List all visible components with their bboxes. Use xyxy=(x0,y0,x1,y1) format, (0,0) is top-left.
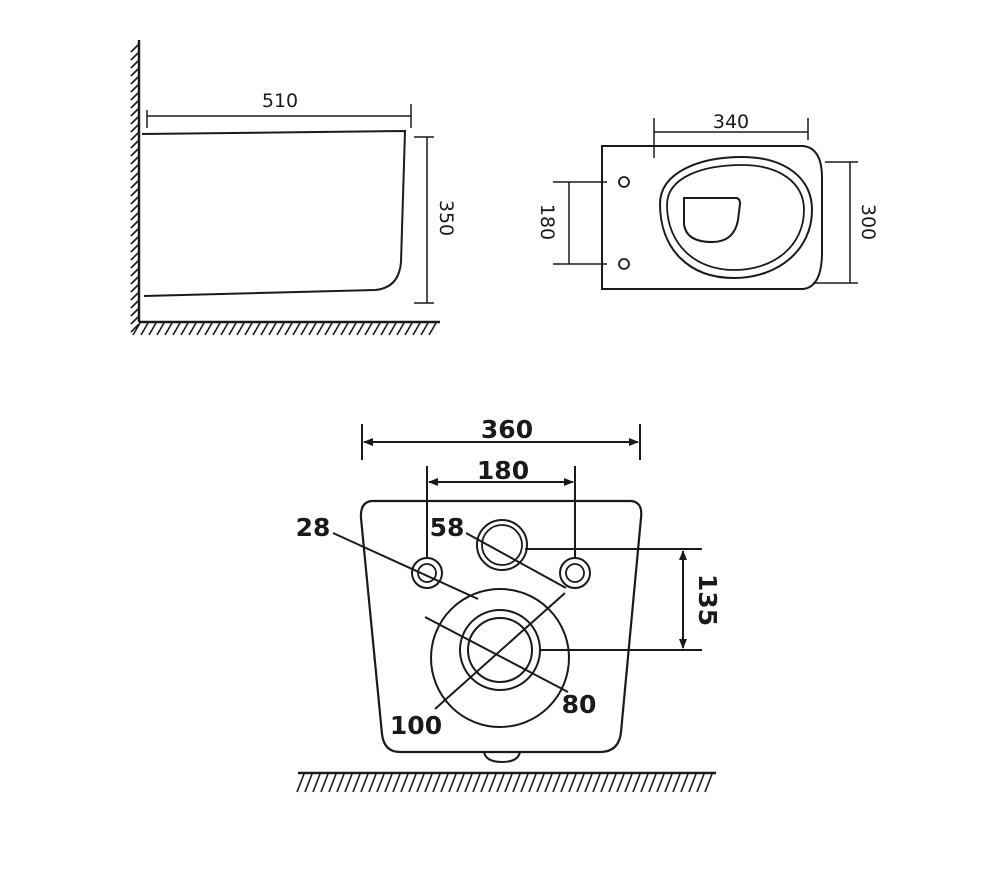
leader-outlet-outer xyxy=(434,592,566,710)
seat-outer xyxy=(658,155,814,280)
outlet-ring-inner xyxy=(467,617,533,683)
leader-outlet-inner xyxy=(424,616,569,693)
inlet-inner xyxy=(481,524,523,566)
leader-inlet xyxy=(465,532,567,589)
dim-label-width: 340 xyxy=(713,111,749,133)
floor-hatch-back xyxy=(296,773,713,793)
floor-hatch xyxy=(132,322,437,336)
dim-label-inlet: 58 xyxy=(430,513,465,542)
back-view: 360 180 135 28 58 100 80 xyxy=(296,415,722,793)
leader-bolt-hole xyxy=(332,532,479,600)
dim-label-bolt-hole: 28 xyxy=(296,513,331,542)
dim-label-outlet-inner: 80 xyxy=(562,690,597,719)
outlet-outer xyxy=(430,588,570,728)
bowl-opening xyxy=(683,197,742,244)
dim-label-height-offset: 135 xyxy=(693,574,722,626)
bolt-hole-left-inner xyxy=(417,563,437,583)
dim-label-length: 510 xyxy=(262,90,298,112)
toilet-top-outline xyxy=(601,145,823,290)
toilet-side-outline xyxy=(141,129,407,297)
inlet-outer xyxy=(476,519,528,571)
dim-label-fixing-spacing: 180 xyxy=(536,204,558,240)
dim-label-overall-width: 360 xyxy=(481,415,533,444)
fixing-hole-top xyxy=(618,176,630,188)
dim-label-height: 350 xyxy=(435,200,457,236)
bolt-hole-right-outer xyxy=(559,557,591,589)
dim-label-outlet-outer: 100 xyxy=(390,711,442,740)
dim-label-depth: 300 xyxy=(857,204,879,240)
fixing-hole-bottom xyxy=(618,258,630,270)
bolt-hole-right-inner xyxy=(565,563,585,583)
wall-hatch xyxy=(130,43,140,333)
bolt-hole-left-outer xyxy=(411,557,443,589)
seat-inner xyxy=(666,164,805,271)
toilet-back-outline xyxy=(359,499,643,754)
side-view: 510 350 xyxy=(130,40,457,336)
top-view: 340 300 180 xyxy=(536,111,879,290)
bottom-lip xyxy=(483,751,521,764)
dim-label-bolt-spacing: 180 xyxy=(477,456,529,485)
